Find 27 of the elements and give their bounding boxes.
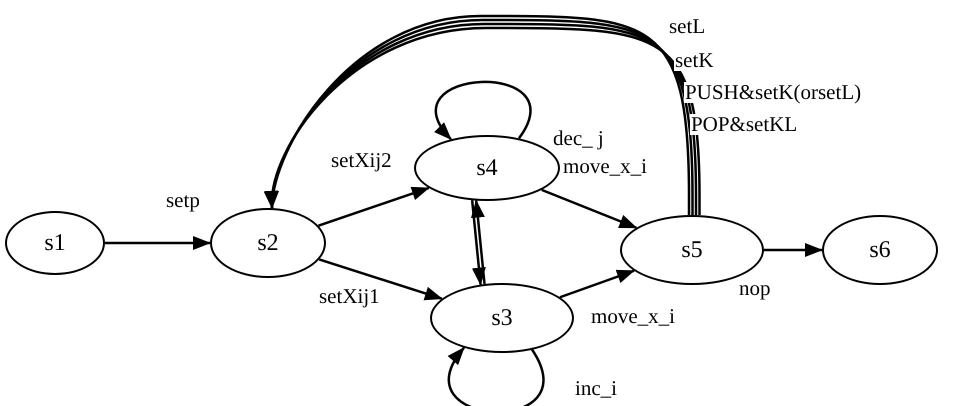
edge-label: PUSH&setK(orsetL) xyxy=(684,82,862,103)
state-label: s4 xyxy=(476,154,498,182)
edge-label: inc_i xyxy=(574,378,618,399)
edge-label: move_x_i xyxy=(562,156,648,177)
state-label: s5 xyxy=(681,236,703,264)
transition-arrow xyxy=(541,188,638,229)
transition-arrow xyxy=(434,80,532,140)
state-ellipse xyxy=(5,211,105,275)
edge-label: dec_ j xyxy=(552,128,605,149)
transition-arrow xyxy=(560,270,635,298)
state-label: s6 xyxy=(869,236,891,264)
transition-arrow xyxy=(105,236,211,250)
edge-label: setK xyxy=(674,50,714,71)
transition-arrow xyxy=(448,346,544,406)
edge-label: move_x_i xyxy=(590,306,676,327)
transition-arrow xyxy=(318,258,443,300)
edge-label: setXij1 xyxy=(318,286,381,307)
state-label: s3 xyxy=(491,304,513,332)
transition-arrow xyxy=(318,186,430,227)
edge-label: setXij2 xyxy=(330,150,393,171)
state-label: s1 xyxy=(44,230,66,256)
transition-arrow xyxy=(764,243,823,257)
state-ellipse xyxy=(822,215,938,285)
edge-label: POP&setKL xyxy=(690,114,798,135)
state-label: s2 xyxy=(257,230,279,256)
state-ellipse xyxy=(430,283,574,353)
state-ellipse xyxy=(210,208,326,278)
